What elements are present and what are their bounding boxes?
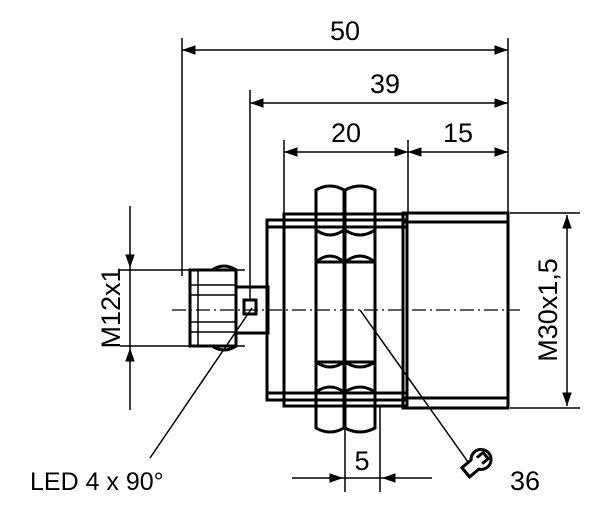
dim-nut-width: 5 [354,446,369,476]
dim-body-thread: M30x1,5 [533,258,563,362]
dimension-lines [125,45,572,483]
dim-connector-thread: M12x1 [96,267,126,348]
dim-overall-length: 50 [330,16,360,46]
led-leader-line [149,307,253,459]
led-indicator [242,298,258,316]
dim-body-length: 39 [370,69,400,99]
led-label: LED 4 x 90° [30,468,164,496]
wrench-size: 36 [510,466,540,496]
wrench-leader-line [359,309,469,463]
m12-connector [188,264,270,352]
dim-nut-section-length: 20 [331,118,361,148]
wrench-icon [459,447,493,479]
extension-lines [120,38,580,492]
hex-nuts [314,184,377,434]
dim-sensor-face-length: 15 [443,118,473,148]
